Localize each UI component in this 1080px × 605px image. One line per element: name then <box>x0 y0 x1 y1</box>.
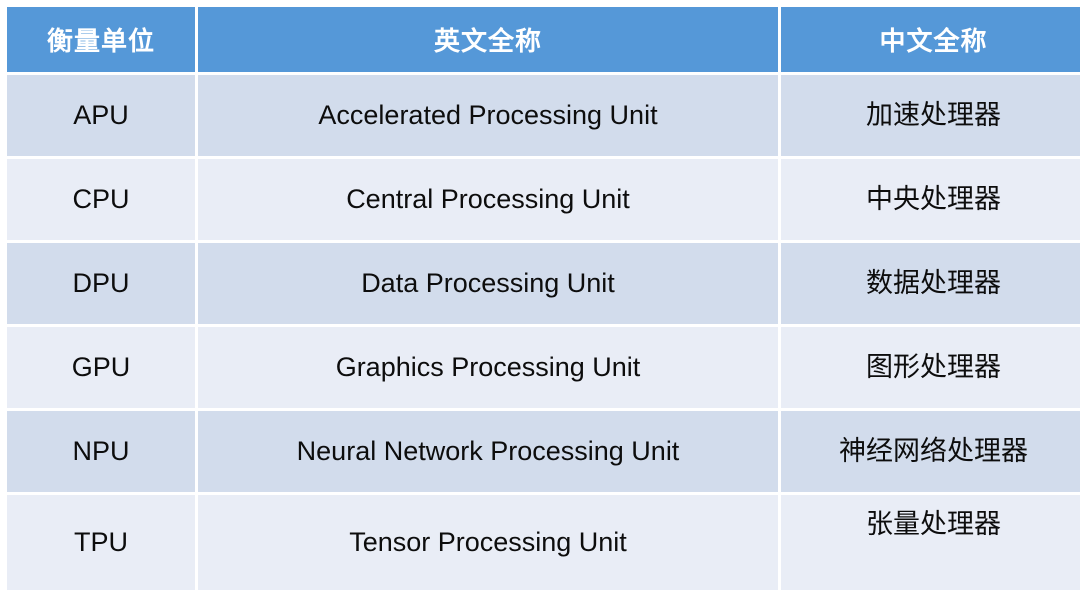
cell-unit: DPU <box>7 243 195 324</box>
column-header-unit: 衡量单位 <box>7 7 195 72</box>
cell-chinese: 张量处理器 <box>781 495 1080 590</box>
cell-chinese: 加速处理器 <box>781 75 1080 156</box>
cell-chinese: 数据处理器 <box>781 243 1080 324</box>
cell-chinese: 神经网络处理器 <box>781 411 1080 492</box>
processor-acronym-table-container: 衡量单位 英文全称 中文全称 APU Accelerated Processin… <box>7 7 1080 598</box>
table-row: GPU Graphics Processing Unit 图形处理器 <box>7 327 1080 408</box>
table-body: APU Accelerated Processing Unit 加速处理器 CP… <box>7 75 1080 590</box>
table-row: CPU Central Processing Unit 中央处理器 <box>7 159 1080 240</box>
table-row: TPU Tensor Processing Unit 张量处理器 <box>7 495 1080 590</box>
cell-unit: NPU <box>7 411 195 492</box>
cell-chinese: 中央处理器 <box>781 159 1080 240</box>
cell-unit: APU <box>7 75 195 156</box>
cell-english: Graphics Processing Unit <box>198 327 778 408</box>
table-row: NPU Neural Network Processing Unit 神经网络处… <box>7 411 1080 492</box>
cell-english: Data Processing Unit <box>198 243 778 324</box>
table-header: 衡量单位 英文全称 中文全称 <box>7 7 1080 72</box>
cell-english: Accelerated Processing Unit <box>198 75 778 156</box>
processor-acronym-table: 衡量单位 英文全称 中文全称 APU Accelerated Processin… <box>4 4 1080 593</box>
cell-chinese: 图形处理器 <box>781 327 1080 408</box>
table-row: DPU Data Processing Unit 数据处理器 <box>7 243 1080 324</box>
cell-english: Neural Network Processing Unit <box>198 411 778 492</box>
table-header-row: 衡量单位 英文全称 中文全称 <box>7 7 1080 72</box>
column-header-english: 英文全称 <box>198 7 778 72</box>
table-row: APU Accelerated Processing Unit 加速处理器 <box>7 75 1080 156</box>
cell-english: Central Processing Unit <box>198 159 778 240</box>
column-header-chinese: 中文全称 <box>781 7 1080 72</box>
cell-unit: TPU <box>7 495 195 590</box>
cell-english: Tensor Processing Unit <box>198 495 778 590</box>
cell-unit: CPU <box>7 159 195 240</box>
cell-unit: GPU <box>7 327 195 408</box>
